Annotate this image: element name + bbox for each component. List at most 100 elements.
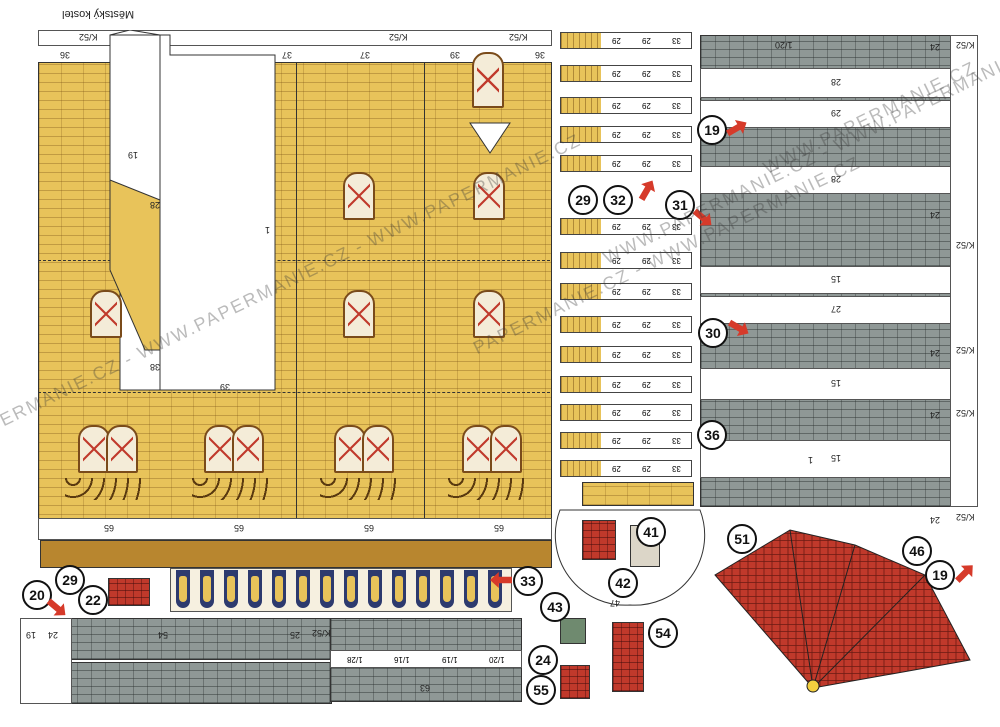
- roof-piece-22: [108, 578, 150, 606]
- part-number-badge: 51: [727, 524, 757, 554]
- label-k52: K/52: [312, 628, 331, 638]
- fold-line: [38, 260, 550, 262]
- wall-cutout: [109, 30, 276, 391]
- stone-strip: [20, 618, 332, 660]
- label-54: 54: [158, 630, 169, 640]
- label-28: 28: [150, 200, 161, 210]
- baluster: [176, 570, 190, 608]
- label-24: 24: [930, 410, 941, 420]
- piece-43: [560, 618, 586, 644]
- arcade-frieze: [448, 478, 530, 500]
- part-number-badge: 42: [608, 568, 638, 598]
- fold-line: [296, 62, 298, 532]
- tower-white-band: 27: [700, 296, 962, 324]
- label-1: 1: [808, 455, 814, 465]
- triangle-mark: [469, 122, 511, 154]
- window: [90, 290, 122, 338]
- label-19: 19: [26, 630, 37, 640]
- baluster: [272, 570, 286, 608]
- label-38: 38: [150, 362, 161, 372]
- part-number-badge: 22: [78, 585, 108, 615]
- label-1: 1: [265, 225, 271, 235]
- label-19: 19: [128, 150, 139, 160]
- window: [473, 290, 505, 338]
- window: [362, 425, 394, 473]
- part-number-badge: 30: [698, 318, 728, 348]
- label-k52: K/52: [956, 345, 975, 355]
- label-k52: K/52: [956, 408, 975, 418]
- tower-white-band: 28: [700, 68, 952, 98]
- label-47: 47: [610, 598, 621, 608]
- arcade-frieze: [192, 478, 274, 500]
- tower-white-band: 15: [700, 368, 962, 400]
- window: [490, 425, 522, 473]
- baluster: [440, 570, 454, 608]
- baluster: [368, 570, 382, 608]
- part-number-badge: 20: [22, 580, 52, 610]
- part-number-badge: 41: [636, 517, 666, 547]
- tower-roof: [714, 529, 971, 693]
- tower-side-tab: [950, 35, 978, 507]
- label-63: 63: [420, 683, 431, 693]
- window: [473, 172, 505, 220]
- window: [232, 425, 264, 473]
- fold-line: [38, 392, 550, 394]
- baluster: [248, 570, 262, 608]
- window-tall: [472, 52, 504, 108]
- window: [343, 290, 375, 338]
- label-24: 24: [930, 210, 941, 220]
- part-number-badge: 19: [925, 560, 955, 590]
- label-37: 37: [282, 50, 293, 60]
- baluster: [224, 570, 238, 608]
- tower-white-band: 15: [700, 266, 962, 294]
- stone-strip-tab: [20, 618, 72, 704]
- label-24: 24: [930, 42, 941, 52]
- label-36: 36: [60, 50, 71, 60]
- label-39b: 39: [220, 382, 231, 392]
- baluster: [320, 570, 334, 608]
- label-24: 24: [48, 630, 59, 640]
- label-k52: K/52: [956, 240, 975, 250]
- arcade-frieze: [65, 478, 147, 500]
- fold-line: [424, 62, 426, 532]
- part-number-badge: 46: [902, 536, 932, 566]
- balustrade-strip: [170, 568, 512, 612]
- baluster: [464, 570, 478, 608]
- part-number-badge: 29: [568, 185, 598, 215]
- window: [462, 425, 494, 473]
- baluster: [416, 570, 430, 608]
- roof-piece-42: [582, 520, 616, 560]
- arcade-frieze: [320, 478, 402, 500]
- baluster: [200, 570, 214, 608]
- window: [343, 172, 375, 220]
- label-24: 24: [930, 348, 941, 358]
- label-25: 25: [290, 630, 301, 640]
- cornice-strip: [40, 540, 552, 568]
- part-number-badge: 55: [526, 675, 556, 705]
- tower-white-band: 28: [700, 166, 962, 194]
- part-number-badge: 32: [603, 185, 633, 215]
- part-number-badge: 19: [697, 115, 727, 145]
- part-number-badge: 54: [648, 618, 678, 648]
- part-number-badge: 43: [540, 592, 570, 622]
- part-number-badge: 29: [55, 565, 85, 595]
- window: [106, 425, 138, 473]
- label-36b: 36: [535, 50, 546, 60]
- roof-piece-54: [612, 622, 644, 692]
- arrow-icon: [635, 176, 660, 203]
- window: [334, 425, 366, 473]
